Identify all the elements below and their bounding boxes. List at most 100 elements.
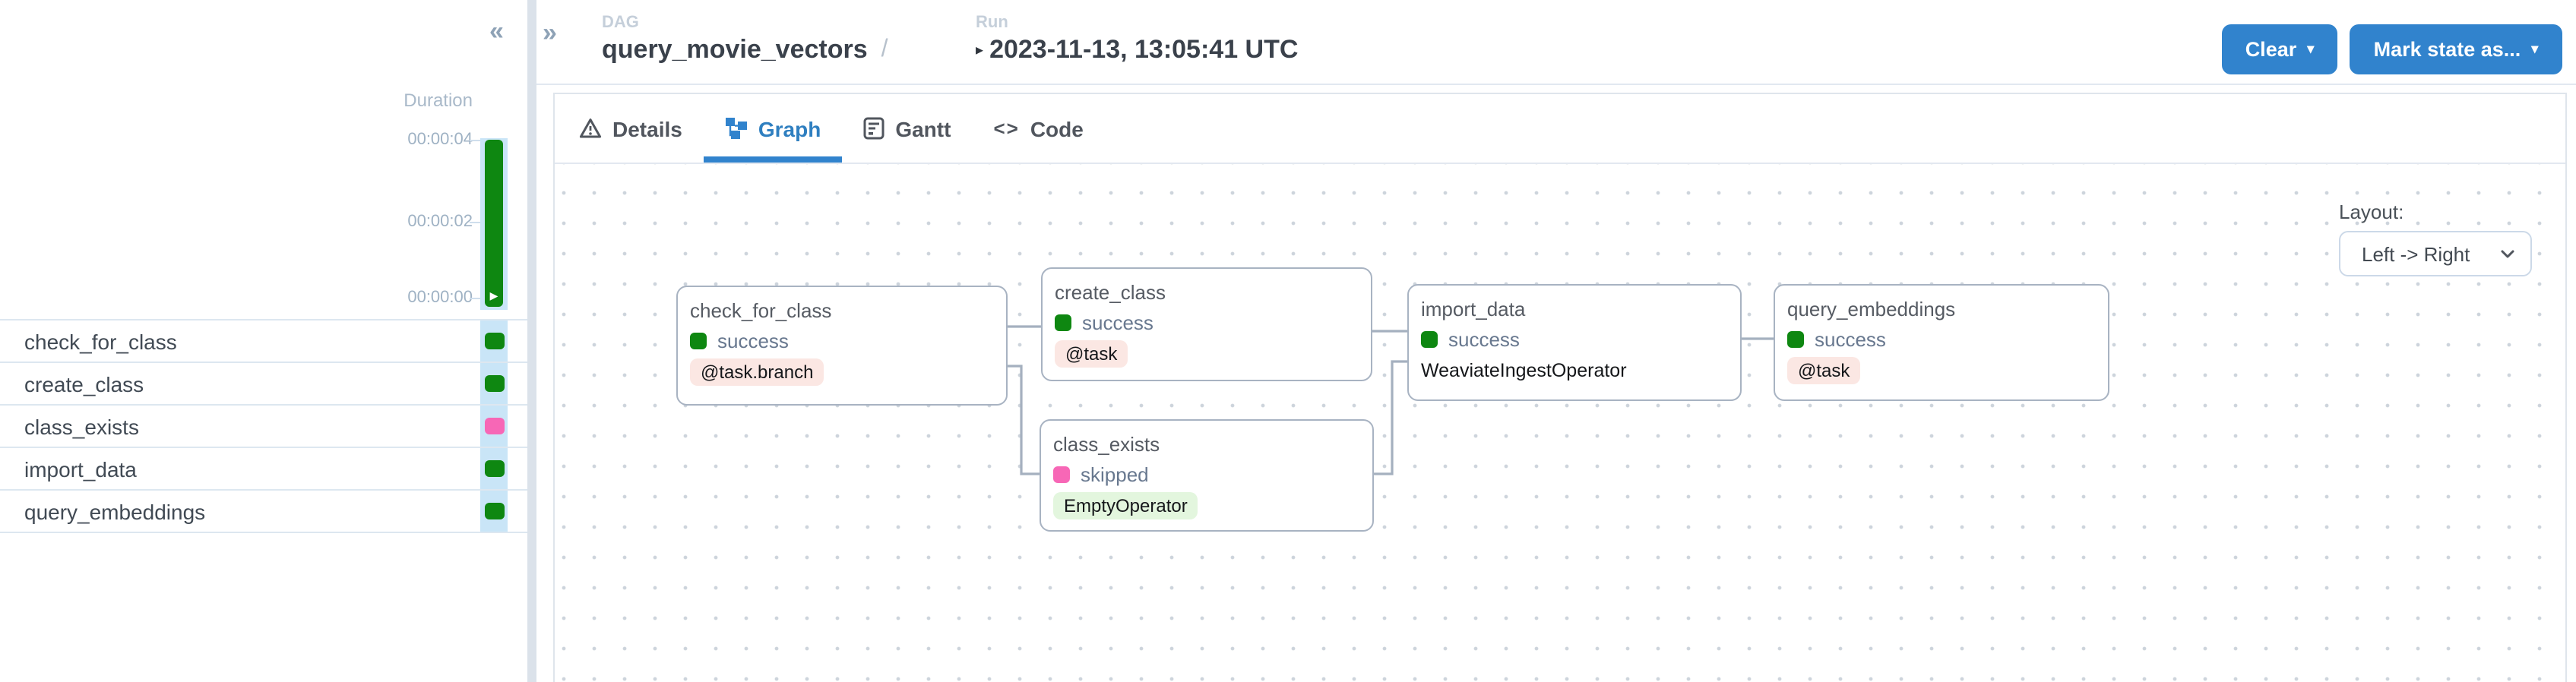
task-status-square-success[interactable] [484, 333, 504, 349]
duration-tick: 00:00:04 [407, 131, 473, 149]
node-status: success [717, 330, 789, 352]
operator-badge: EmptyOperator [1053, 492, 1198, 519]
run-timestamp-link[interactable]: 2023-11-13, 13:05:41 UTC [989, 35, 1299, 64]
clear-button-label: Clear [2245, 38, 2297, 61]
operator-badge: @task [1787, 357, 1861, 384]
task-row[interactable]: class_exists [0, 406, 527, 448]
graph-canvas[interactable]: check_for_class success @task.branch cre… [555, 164, 2565, 682]
task-instance-cell[interactable] [480, 491, 508, 532]
code-brackets-icon: <> [993, 117, 1020, 140]
graph-node-create_class[interactable]: create_class success @task [1041, 267, 1372, 381]
collapse-sidebar-icon[interactable]: « [489, 17, 504, 46]
task-status-square-success[interactable] [484, 460, 504, 477]
graph-node-import_data[interactable]: import_data success WeaviateIngestOperat… [1407, 284, 1742, 401]
layout-control: Layout: Left -> Right [2339, 200, 2532, 276]
run-type-manual-icon: ▸ [976, 42, 984, 58]
task-status-square-success[interactable] [484, 503, 504, 519]
manual-run-play-icon: ▶ [489, 292, 498, 302]
dag-run-duration-bar[interactable]: ▶ [485, 140, 503, 307]
task-name[interactable]: import_data [24, 456, 137, 481]
gantt-chart-icon [863, 117, 885, 140]
dag-run-header: » DAG query_movie_vectors / Run ▸ 2023-1… [536, 0, 2576, 85]
duration-axis-title: Duration [403, 90, 473, 111]
details-panel: » DAG query_movie_vectors / Run ▸ 2023-1… [536, 0, 2576, 682]
mark-state-button-label: Mark state as... [2373, 38, 2521, 61]
duration-tick: 00:00:00 [407, 289, 473, 307]
dag-run-column: ▶ [480, 138, 508, 310]
tab-details-label: Details [612, 116, 682, 141]
dag-name-link[interactable]: query_movie_vectors [602, 35, 868, 64]
panel-resize-divider[interactable] [527, 0, 536, 682]
warning-triangle-icon [579, 117, 602, 140]
status-square-success [1421, 331, 1438, 348]
status-square-success [1787, 331, 1804, 348]
layout-label: Layout: [2339, 200, 2404, 223]
layout-direction-select[interactable]: Left -> Right [2339, 231, 2532, 276]
task-instance-cell[interactable] [480, 448, 508, 489]
mark-state-as-button[interactable]: Mark state as... ▾ [2350, 24, 2562, 74]
operator-badge: @task.branch [690, 358, 824, 386]
tab-details[interactable]: Details [558, 94, 704, 163]
status-square-success [690, 333, 707, 349]
task-status-square-success[interactable] [484, 375, 504, 392]
task-name[interactable]: query_embeddings [24, 499, 206, 523]
task-instance-cell[interactable] [480, 363, 508, 404]
node-status: success [1815, 328, 1886, 351]
task-row[interactable]: import_data [0, 448, 527, 491]
node-title: import_data [1421, 298, 1526, 320]
tab-code-label: Code [1030, 116, 1084, 141]
tab-code[interactable]: <> Code [972, 94, 1104, 163]
node-title: check_for_class [690, 299, 832, 322]
run-breadcrumb-label: Run [976, 14, 1008, 32]
tab-graph[interactable]: Graph [704, 94, 842, 163]
grid-sidebar: « Duration 00:00:04 00:00:02 00:00:00 ▶ … [0, 0, 527, 682]
task-instance-cell[interactable] [480, 406, 508, 447]
layout-selected-value: Left -> Right [2362, 242, 2470, 265]
breadcrumb-separator: / [881, 36, 888, 62]
graph-node-check_for_class[interactable]: check_for_class success @task.branch [676, 286, 1008, 406]
axis-tick-mark [470, 140, 482, 141]
status-square-success [1055, 314, 1071, 331]
status-square-skipped [1053, 466, 1070, 483]
graph-icon [725, 117, 748, 140]
chevron-down-icon: ▾ [2531, 41, 2539, 56]
graph-node-query_embeddings[interactable]: query_embeddings success @task [1774, 284, 2109, 401]
edge-class_exists-import_data [1374, 360, 1407, 475]
node-title: query_embeddings [1787, 298, 1956, 320]
chevron-down-icon: ▾ [2307, 41, 2315, 56]
edge-check_for_class-class_exists [1008, 365, 1040, 475]
breadcrumb-run: Run ▸ 2023-11-13, 13:05:41 UTC [976, 14, 1298, 65]
tab-graph-label: Graph [758, 116, 821, 141]
breadcrumb-dag: DAG query_movie_vectors / [602, 14, 888, 65]
node-status: success [1082, 311, 1154, 334]
task-status-square-skipped[interactable] [484, 418, 504, 434]
task-name[interactable]: check_for_class [24, 329, 177, 353]
task-row[interactable]: create_class [0, 363, 527, 406]
task-row[interactable]: query_embeddings [0, 491, 527, 533]
task-instance-cell[interactable] [480, 320, 508, 362]
node-title: class_exists [1053, 433, 1160, 456]
node-title: create_class [1055, 281, 1166, 304]
expand-panel-icon[interactable]: » [543, 18, 557, 47]
axis-tick-mark [470, 222, 482, 223]
chevron-down-icon [2500, 240, 2515, 267]
view-tabs: Details Graph [555, 94, 2565, 164]
tab-gantt[interactable]: Gantt [842, 94, 972, 163]
dag-breadcrumb-label: DAG [602, 14, 639, 32]
tab-gantt-label: Gantt [895, 116, 951, 141]
operator-badge: @task [1055, 340, 1128, 368]
task-row[interactable]: check_for_class [0, 320, 527, 363]
run-action-buttons: Clear ▾ Mark state as... ▾ [2222, 24, 2562, 74]
node-status: success [1448, 328, 1520, 351]
task-name[interactable]: class_exists [24, 414, 139, 438]
operator-name: WeaviateIngestOperator [1421, 359, 1627, 380]
duration-tick: 00:00:02 [407, 213, 473, 231]
task-name[interactable]: create_class [24, 371, 144, 396]
graph-node-class_exists[interactable]: class_exists skipped EmptyOperator [1040, 419, 1374, 532]
tab-content-card: Details Graph [553, 93, 2567, 682]
clear-button[interactable]: Clear ▾ [2222, 24, 2337, 74]
task-list: check_for_class create_class class_exist… [0, 319, 527, 533]
node-status: skipped [1081, 463, 1149, 486]
dag-edges [1008, 325, 1774, 475]
